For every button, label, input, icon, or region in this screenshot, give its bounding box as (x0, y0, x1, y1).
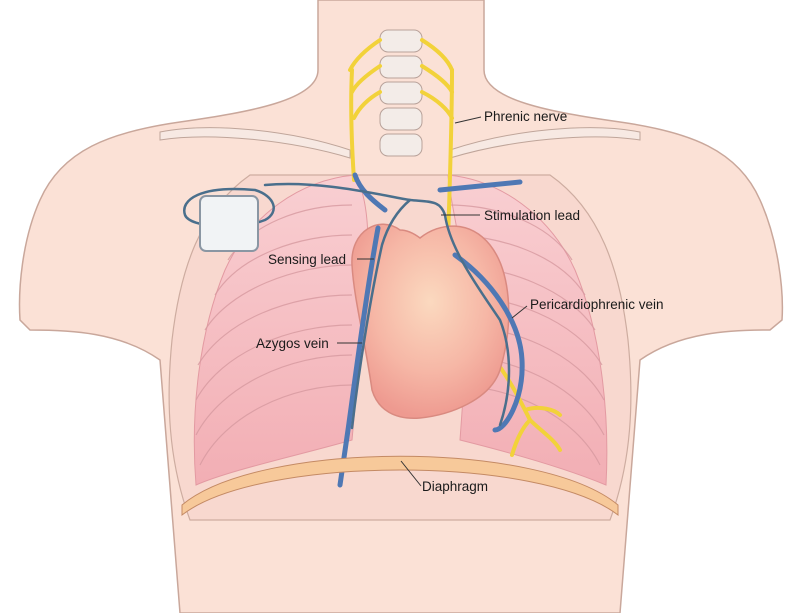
label-diaphragm: Diaphragm (422, 479, 488, 494)
superior-vena-cava (352, 172, 388, 213)
azygos-vein (337, 225, 381, 488)
label-azygos-vein: Azygos vein (256, 336, 329, 351)
label-sensing-lead: Sensing lead (268, 252, 346, 267)
label-stimulation-lead: Stimulation lead (484, 208, 580, 223)
label-phrenic-nerve: Phrenic nerve (484, 109, 567, 124)
veins (337, 172, 525, 488)
cervical-spine (379, 29, 423, 157)
left-clavicle (159, 127, 351, 159)
sensing-lead-path (350, 198, 412, 430)
brachiocephalic-vein (437, 179, 523, 193)
leader-lines (337, 116, 528, 487)
diaphragm-shape (181, 455, 619, 517)
stimulator-device (199, 195, 259, 252)
label-pericardiophrenic-vein: Pericardiophrenic vein (530, 297, 664, 312)
pericardiophrenic-vein (452, 252, 525, 433)
